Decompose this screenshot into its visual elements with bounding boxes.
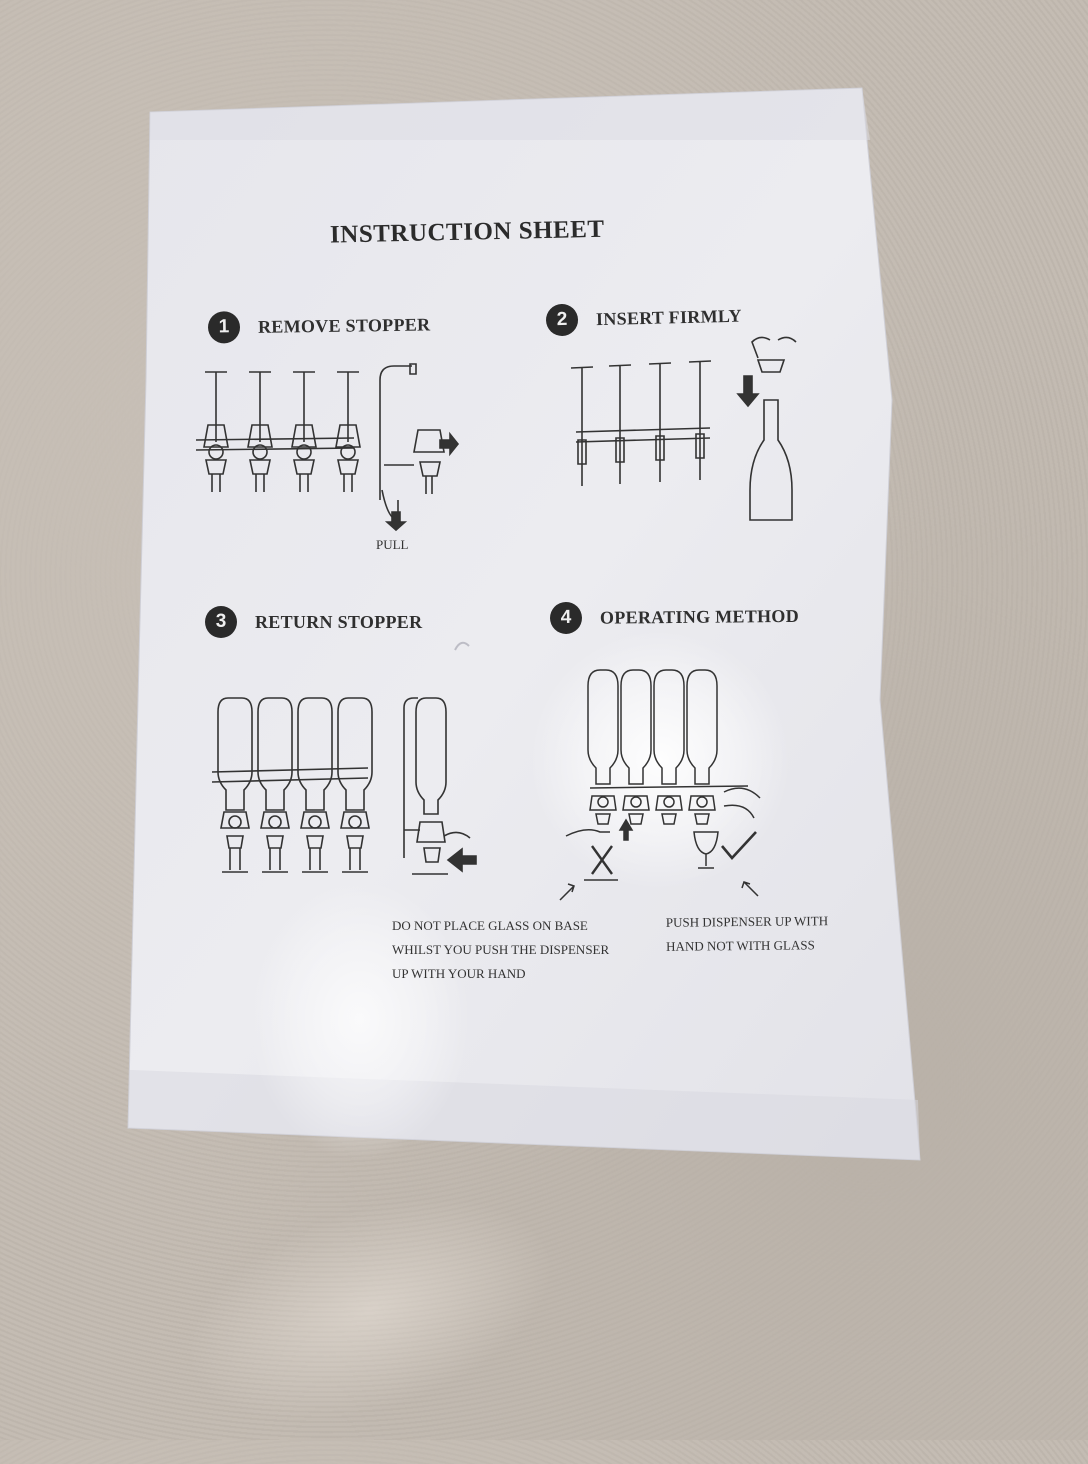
- step-3-number: 3: [205, 606, 237, 638]
- step-4-label: OPERATING METHOD: [599, 605, 800, 628]
- pull-label: PULL: [376, 537, 409, 552]
- step-2-number: 2: [545, 303, 579, 337]
- step2-rack-illustration: [570, 336, 797, 521]
- step-4-heading: 4 OPERATING METHOD: [549, 600, 800, 635]
- note-left-line-2: WHILST YOU PUSH THE DISPENSER: [392, 942, 610, 957]
- step-2-heading: 2 INSERT FIRMLY: [545, 300, 743, 337]
- light-glare-center: [530, 630, 790, 890]
- step-1-heading: 1 REMOVE STOPPER: [207, 308, 431, 344]
- note-left-line-3: UP WITH YOUR HAND: [392, 966, 526, 981]
- step3-rack-illustration: [211, 697, 477, 875]
- note-right: PUSH DISPENSER UP WITH HAND NOT WITH GLA…: [666, 909, 829, 959]
- step1-rack-illustration: [195, 363, 460, 532]
- note-left-line-1: DO NOT PLACE GLASS ON BASE: [392, 918, 588, 933]
- step4-rack-illustration: [559, 669, 761, 901]
- light-glare-lower: [250, 880, 470, 1160]
- step-4-number: 4: [549, 601, 583, 635]
- step-1-label: REMOVE STOPPER: [257, 313, 431, 337]
- step-3-label: RETURN STOPPER: [255, 611, 423, 632]
- step-2-label: INSERT FIRMLY: [595, 305, 743, 329]
- step-1-number: 1: [207, 311, 241, 344]
- step-3-heading: 3 RETURN STOPPER: [205, 606, 422, 638]
- note-right-line-1: PUSH DISPENSER UP WITH: [665, 913, 829, 930]
- note-left: DO NOT PLACE GLASS ON BASE WHILST YOU PU…: [392, 914, 609, 986]
- note-right-line-2: HAND NOT WITH GLASS: [666, 937, 815, 954]
